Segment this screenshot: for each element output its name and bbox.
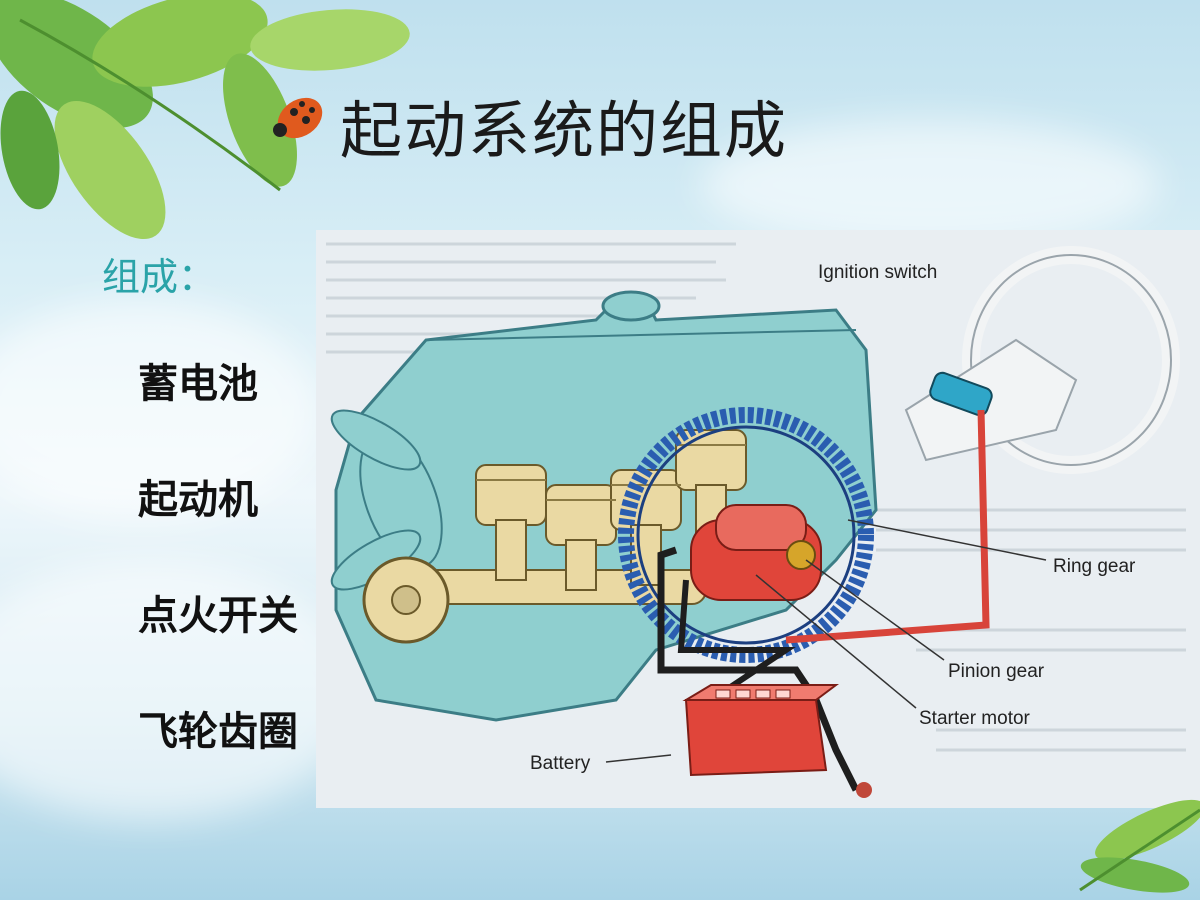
component-flywheel-ring-gear: 飞轮齿圈	[138, 709, 298, 755]
label-ignition-switch: Ignition switch	[818, 262, 937, 283]
page-title: 起动系统的组成	[340, 94, 789, 167]
ring-gear-shape	[618, 407, 874, 663]
leaf-decoration	[0, 0, 410, 240]
background-cloud	[700, 120, 1160, 250]
label-battery: Battery	[530, 753, 591, 774]
label-pinion-gear: Pinion gear	[948, 661, 1045, 682]
cable-negative	[657, 546, 860, 792]
starting-system-figure: Ignition switch Ring gear Pinion gear St…	[316, 230, 1200, 808]
battery-shape	[682, 684, 839, 777]
background-cloud	[0, 300, 320, 520]
leaf-decoration	[1079, 799, 1200, 893]
starter-motor-shape	[690, 504, 822, 601]
ignition-switch-shape	[929, 371, 993, 417]
component-ignition-switch: 点火开关	[138, 593, 298, 639]
component-battery: 蓄电池	[138, 361, 258, 407]
cable-positive	[785, 409, 990, 644]
starting-system-diagram: Ignition switch Ring gear Pinion gear St…	[326, 242, 1186, 798]
label-starter-motor: Starter motor	[919, 708, 1031, 729]
ladybug-icon	[273, 97, 323, 139]
components-heading: 组成：	[102, 255, 217, 299]
background-cloud	[0, 560, 360, 820]
cooling-fan	[330, 409, 443, 591]
label-ring-gear: Ring gear	[1053, 556, 1136, 577]
component-starter: 起动机	[138, 477, 258, 523]
components-list: 蓄电池 起动机 点火开关 飞轮齿圈	[138, 355, 298, 819]
